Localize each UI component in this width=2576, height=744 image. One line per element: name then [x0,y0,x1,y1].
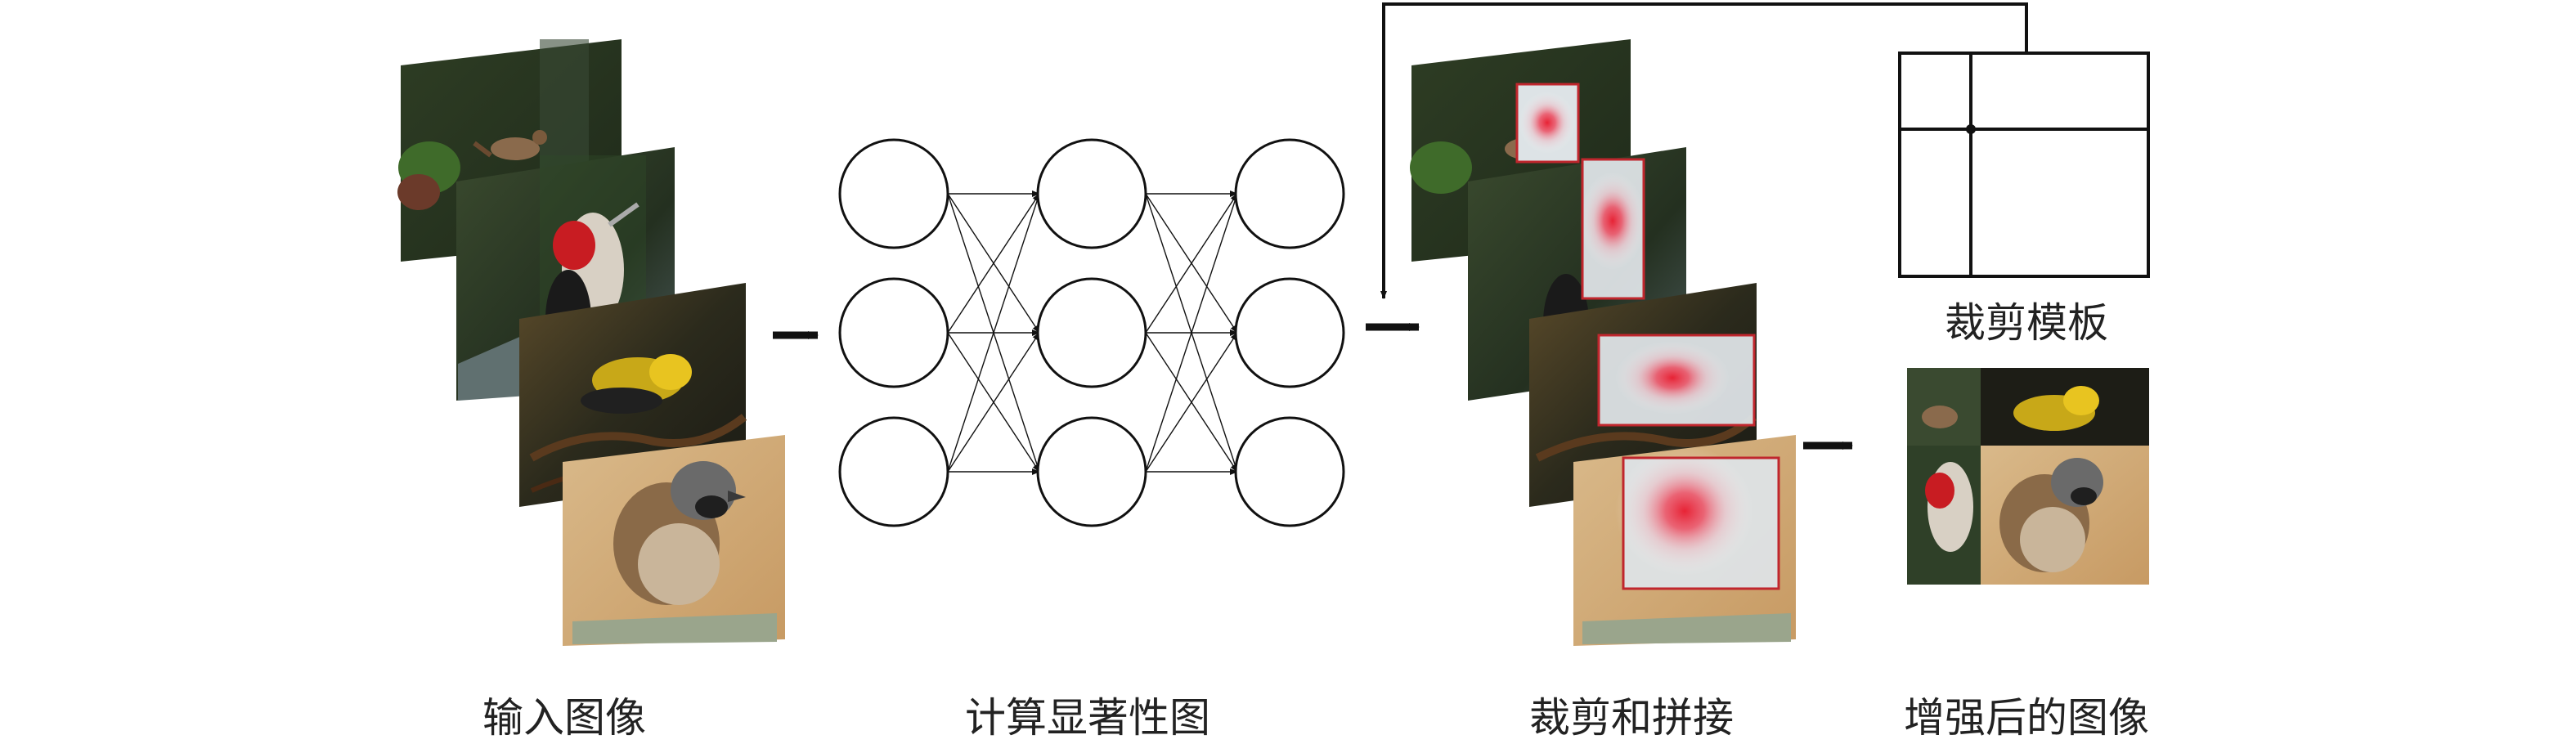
crop-sparrow-photo [1573,435,1796,646]
network-node [838,416,949,527]
network-node [1234,138,1345,249]
network-connection [947,193,1040,334]
network-node [1036,416,1147,527]
network-node [1234,416,1345,527]
network-node [838,277,949,388]
saliency-crop-box [1515,83,1580,164]
network-connection [1145,193,1238,473]
template-feedback-line [1380,2,2028,299]
caption-crop-and-stitch: 裁剪和拼接 [1529,694,1734,742]
saliency-crop-box [1597,334,1756,427]
saliency-crop-box [1622,456,1780,590]
network-connection [1145,332,1238,473]
caption-augmented-image: 增强后的图像 [1904,694,2149,742]
network-node [838,138,949,249]
caption-crop-template: 裁剪模板 [1945,299,2108,347]
network-connection [947,332,1040,473]
crop-stack [1410,39,1796,646]
network-node [1036,138,1147,249]
sparrow-photo [563,435,785,646]
caption-saliency-map: 计算显著性图 [965,694,1210,742]
network-node [1036,277,1147,388]
network-node [1234,277,1345,388]
network-connection [947,193,1040,473]
saliency-crop-box [1581,158,1645,300]
augmented-image [1907,368,2149,585]
network-connection [1145,193,1238,334]
caption-input-images: 输入图像 [482,694,646,742]
input-image-stack [397,39,785,646]
neural-network [838,138,1345,527]
crop-template [1898,52,2150,278]
